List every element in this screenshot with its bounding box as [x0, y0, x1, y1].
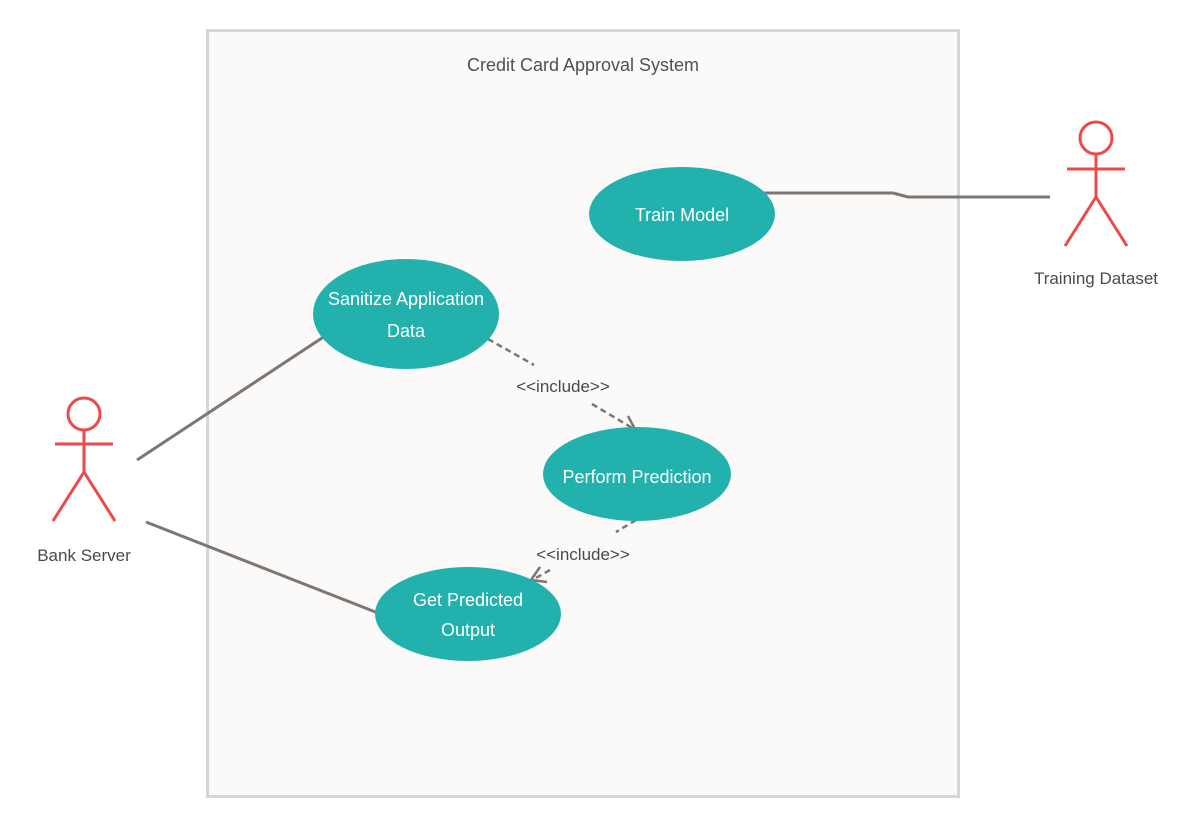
use-case-sanitize-label-line2: Data [387, 321, 426, 341]
include-label-2: <<include>> [536, 545, 630, 564]
use-case-get-predicted-output[interactable]: Get Predicted Output [375, 567, 561, 661]
use-case-train-model-label: Train Model [635, 205, 729, 225]
association-bank-server-sanitize[interactable] [136, 334, 326, 462]
include-dependency-output-line-2[interactable] [533, 568, 551, 581]
actor-bank-server-left-leg [51, 471, 86, 522]
actor-training-dataset-left-leg [1063, 196, 1098, 247]
use-case-get-output-label-line2: Output [441, 620, 495, 640]
include-dependency-output-line[interactable] [615, 518, 637, 534]
actor-bank-server-right-leg [82, 471, 117, 522]
use-case-sanitize-shape[interactable] [313, 259, 499, 369]
system-title: Credit Card Approval System [467, 55, 699, 75]
use-case-get-output-shape[interactable] [375, 567, 561, 661]
use-case-get-output-label-line1: Get Predicted [413, 590, 523, 610]
use-case-train-model[interactable]: Train Model [589, 167, 775, 261]
actor-training-dataset-head-icon [1078, 120, 1114, 156]
use-case-perform-prediction-shape[interactable] [543, 427, 731, 521]
include-dependency-sanitize-line-2[interactable] [591, 402, 635, 431]
include-dependency-sanitize-line[interactable] [487, 337, 535, 367]
actor-training-dataset[interactable]: Training Dataset [1034, 120, 1158, 288]
use-case-train-model-shape[interactable] [589, 167, 775, 261]
actor-bank-server-label: Bank Server [37, 546, 131, 565]
use-case-sanitize-label-line1: Sanitize Application [328, 289, 484, 309]
actor-bank-server[interactable]: Bank Server [37, 396, 131, 565]
use-case-perform-prediction[interactable]: Perform Prediction [543, 427, 731, 521]
system-boundary[interactable] [206, 29, 960, 798]
use-case-perform-prediction-label: Perform Prediction [562, 467, 711, 487]
actor-bank-server-head-icon [66, 396, 102, 432]
actor-training-dataset-label: Training Dataset [1034, 269, 1158, 288]
actor-training-dataset-right-leg [1094, 196, 1129, 247]
association-bank-server-get-output[interactable] [145, 520, 379, 615]
use-case-sanitize-application-data[interactable]: Sanitize Application Data [313, 259, 499, 369]
association-train-model-training-dataset-tail[interactable] [892, 191, 1050, 199]
include-label-1: <<include>> [516, 377, 610, 396]
